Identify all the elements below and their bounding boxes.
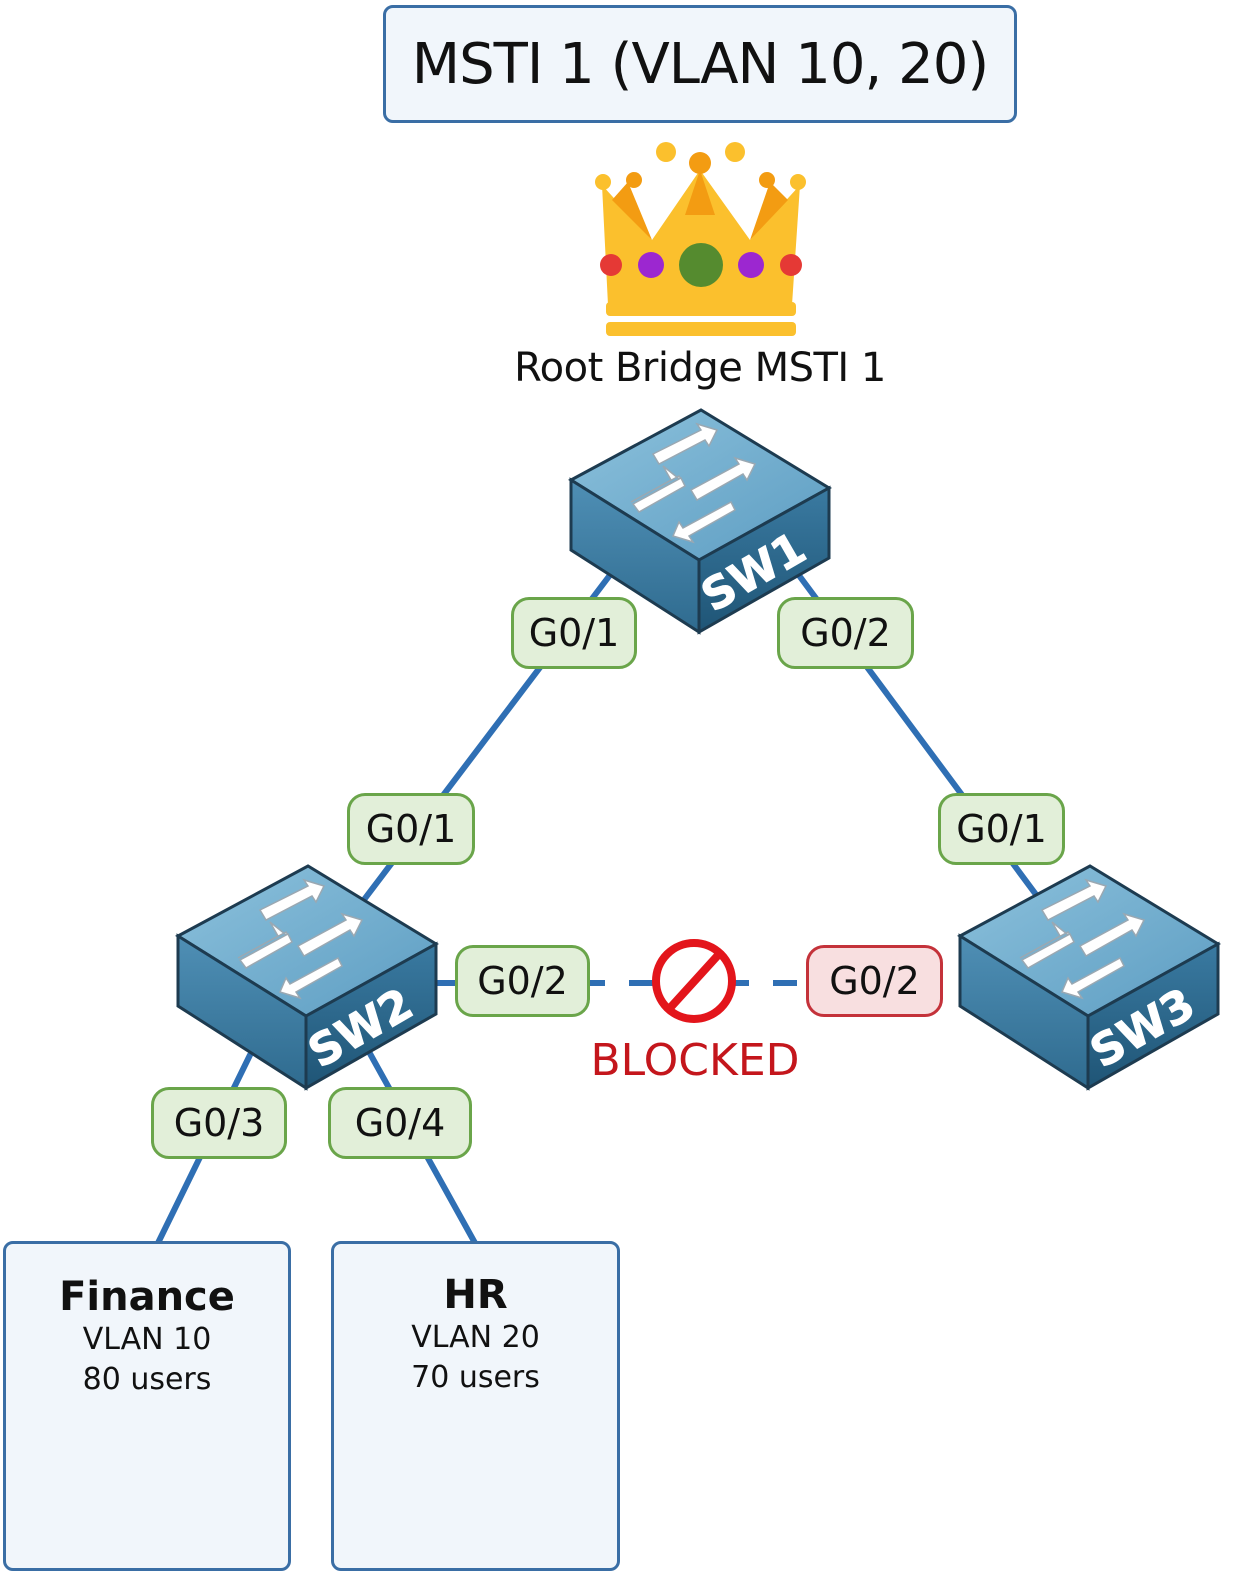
port-sw2-g04: G0/4: [328, 1087, 472, 1159]
root-bridge-label: Root Bridge MSTI 1: [514, 345, 886, 391]
blocked-label: BLOCKED: [590, 1035, 800, 1086]
crown-icon: [595, 142, 806, 336]
finance-group: Finance VLAN 10 80 users: [3, 1241, 291, 1571]
port-sw2-g02: G0/2: [455, 945, 590, 1017]
finance-users: 80 users: [82, 1362, 212, 1397]
no-entry-icon: [652, 939, 736, 1023]
port-sw3-g01: G0/1: [938, 793, 1065, 865]
hr-vlan: VLAN 20: [411, 1320, 540, 1355]
port-sw2-g01: G0/1: [347, 793, 475, 865]
hr-name: HR: [443, 1272, 508, 1318]
port-sw2-g03: G0/3: [151, 1087, 287, 1159]
port-sw1-g02: G0/2: [777, 597, 914, 669]
hr-group: HR VLAN 20 70 users: [331, 1241, 620, 1571]
finance-vlan: VLAN 10: [82, 1322, 212, 1357]
port-sw3-g02-blocked: G0/2: [806, 945, 943, 1017]
port-sw1-g01: G0/1: [511, 597, 637, 669]
switch-sw3: SW3: [958, 864, 1220, 1090]
page-title: MSTI 1 (VLAN 10, 20): [383, 5, 1017, 123]
hr-users: 70 users: [411, 1360, 540, 1395]
switch-sw2: SW2: [176, 864, 438, 1090]
finance-name: Finance: [59, 1274, 235, 1320]
